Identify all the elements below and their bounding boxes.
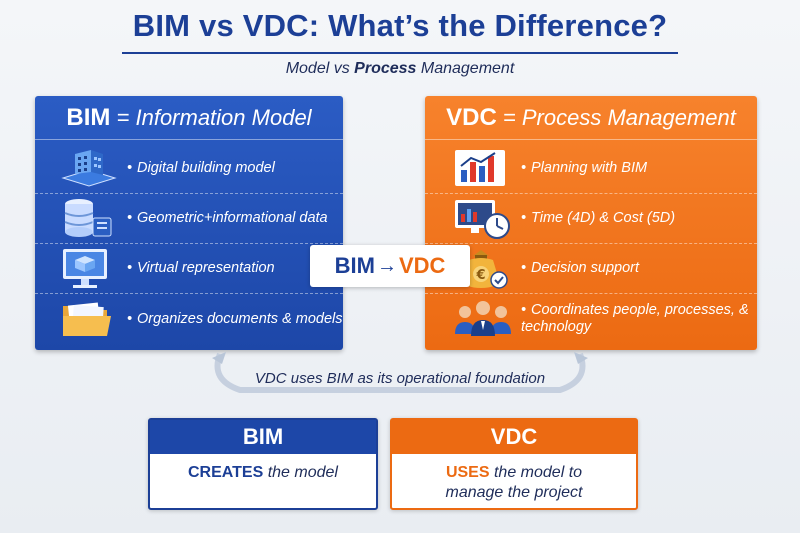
bim-summary-rest: the model — [263, 464, 338, 481]
people-icon — [455, 301, 511, 336]
vdc-panel-list: •Planning with BIM •Time (4D) & Cost (5D… — [425, 144, 757, 344]
list-item: •Planning with BIM — [425, 144, 757, 194]
bullet-icon: • — [521, 160, 527, 176]
bullet-icon: • — [127, 310, 133, 327]
bullet-icon: • — [127, 210, 133, 226]
foundation-caption: VDC uses BIM as its operational foundati… — [254, 370, 546, 387]
bar-chart-icon — [455, 149, 505, 186]
page-title: BIM vs VDC: What’s the Difference? — [132, 8, 668, 43]
database-icon — [64, 198, 112, 237]
bim-panel-header-rest: = Information Model — [110, 105, 312, 130]
monitor-clock-icon — [455, 199, 510, 239]
vdc-summary-bold: USES — [445, 464, 490, 481]
page-subtitle: Model vs Process Management — [0, 60, 800, 78]
monitor-model-icon — [63, 248, 107, 288]
list-item: •Virtual representation — [35, 244, 343, 294]
list-item: •Digital building model — [35, 144, 343, 194]
bim-summary-box: BIM CREATES the model — [148, 418, 378, 510]
arrow-right-icon: → — [376, 254, 397, 277]
vdc-panel-header-bold: VDC — [446, 104, 497, 131]
vdc-panel: VDC = Process Management •Planning with … — [425, 96, 757, 350]
vdc-summary-box: VDC USES the model to manage the project — [390, 418, 638, 510]
vdc-summary-line2: manage the project — [445, 484, 583, 501]
list-item: •Organizes documents & models — [35, 294, 343, 344]
bim-panel-header: BIM = Information Model — [35, 96, 343, 140]
bim-item-text: Geometric+informational data — [137, 210, 328, 226]
svg-text:€: € — [475, 268, 485, 283]
bim-summary-bold: CREATES — [188, 464, 264, 481]
vdc-summary-title: VDC — [392, 420, 636, 454]
vdc-item-text: Planning with BIM — [531, 160, 648, 176]
subtitle-part-end: Management — [416, 60, 515, 77]
list-item: •Time (4D) & Cost (5D) — [425, 194, 757, 244]
money-bag-icon: € — [463, 249, 508, 289]
title-underline — [122, 52, 678, 54]
vdc-panel-header: VDC = Process Management — [425, 96, 757, 140]
bim-item-text: Organizes documents & models — [137, 310, 343, 327]
list-item: •Coordinates people, processes, & techno… — [425, 294, 757, 344]
bullet-icon: • — [521, 260, 527, 276]
vdc-item-text: Decision support — [531, 260, 639, 276]
bim-to-vdc-connector: BIM → VDC — [310, 245, 470, 287]
bim-panel-list: •Digital building model •Geometric+infor… — [35, 144, 343, 344]
building-model-icon — [61, 149, 117, 187]
list-item: € •Decision support — [425, 244, 757, 294]
connector-vdc-label: VDC — [398, 253, 446, 278]
swoosh-arrows-icon — [212, 352, 588, 393]
vdc-item-text: Coordinates people, processes, & technol… — [521, 302, 749, 335]
list-item: •Geometric+informational data — [35, 194, 343, 244]
vdc-item-text: Time (4D) & Cost (5D) — [531, 210, 676, 226]
bullet-icon: • — [521, 210, 527, 226]
bim-item-text: Virtual representation — [137, 260, 275, 276]
bullet-icon: • — [127, 260, 133, 276]
bim-panel-header-bold: BIM — [66, 104, 111, 131]
subtitle-part-bold: Process — [354, 60, 417, 77]
bullet-icon: • — [127, 160, 133, 176]
vdc-panel-header-rest: = Process Management — [496, 105, 736, 130]
bim-summary-title: BIM — [150, 420, 376, 454]
bullet-icon: • — [521, 302, 527, 318]
bim-panel: BIM = Information Model •Digital buildin… — [35, 96, 343, 350]
bim-item-text: Digital building model — [137, 160, 275, 176]
vdc-summary-rest: the model to — [489, 464, 583, 481]
folder-icon — [63, 302, 111, 336]
subtitle-part-1: Model vs — [285, 60, 355, 77]
bim-summary-text: CREATES the model — [150, 454, 376, 483]
connector-bim-label: BIM — [334, 253, 375, 278]
vdc-summary-text: USES the model to manage the project — [392, 454, 636, 503]
